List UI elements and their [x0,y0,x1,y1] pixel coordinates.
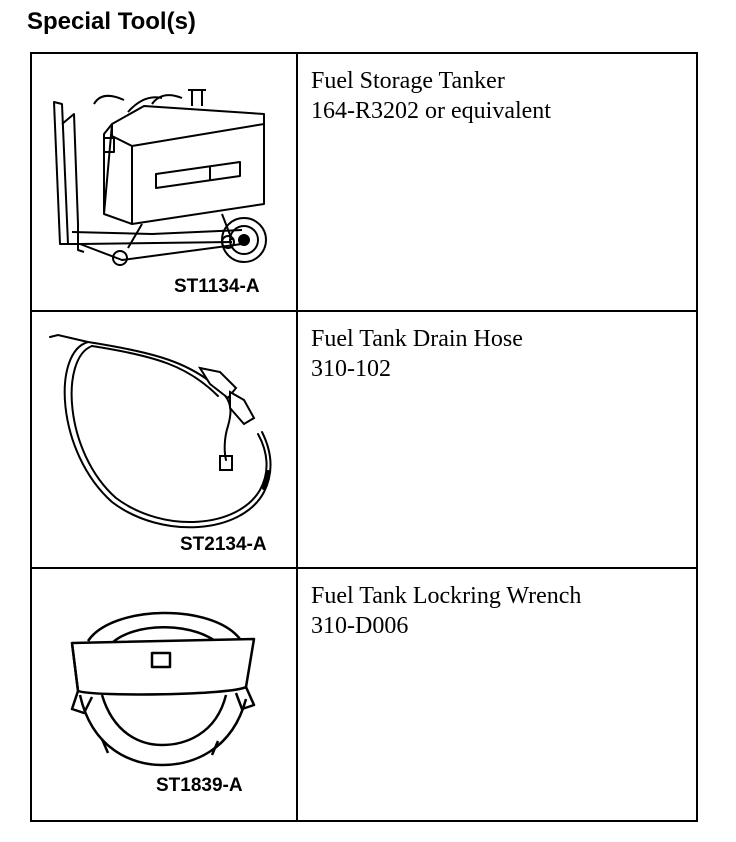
tool-image-code: ST2134-A [180,534,267,555]
tool-part-number: 164-R3202 or equivalent [311,98,551,124]
tool-image-code: ST1839-A [156,775,243,796]
section-heading: Special Tool(s) [27,8,196,35]
tool-row: ST2134-A Fuel Tank Drain Hose 310-102 [32,312,696,569]
fuel-tank-lockring-wrench-illustration [70,611,256,767]
tool-part-number: 310-102 [311,356,391,382]
tool-image-cell: ST2134-A [32,312,298,567]
tool-image-cell: ST1839-A [32,569,298,822]
tool-image-code: ST1134-A [174,276,260,297]
tool-row: ST1839-A Fuel Tank Lockring Wrench 310-D… [32,569,696,822]
tool-name: Fuel Tank Lockring Wrench [311,583,582,609]
tool-row: ST1134-A Fuel Storage Tanker 164-R3202 o… [32,54,696,312]
fuel-tank-drain-hose-illustration [49,333,272,529]
tool-part-number: 310-D006 [311,613,409,639]
tool-description-cell: Fuel Storage Tanker 164-R3202 or equival… [298,54,696,310]
tool-description-cell: Fuel Tank Lockring Wrench 310-D006 [298,569,696,822]
tool-description-cell: Fuel Tank Drain Hose 310-102 [298,312,696,567]
fuel-storage-tanker-illustration [53,89,267,266]
tool-name: Fuel Tank Drain Hose [311,326,523,352]
special-tools-table: ST1134-A Fuel Storage Tanker 164-R3202 o… [30,52,698,822]
tool-image-cell: ST1134-A [32,54,298,310]
tool-name: Fuel Storage Tanker [311,68,505,94]
